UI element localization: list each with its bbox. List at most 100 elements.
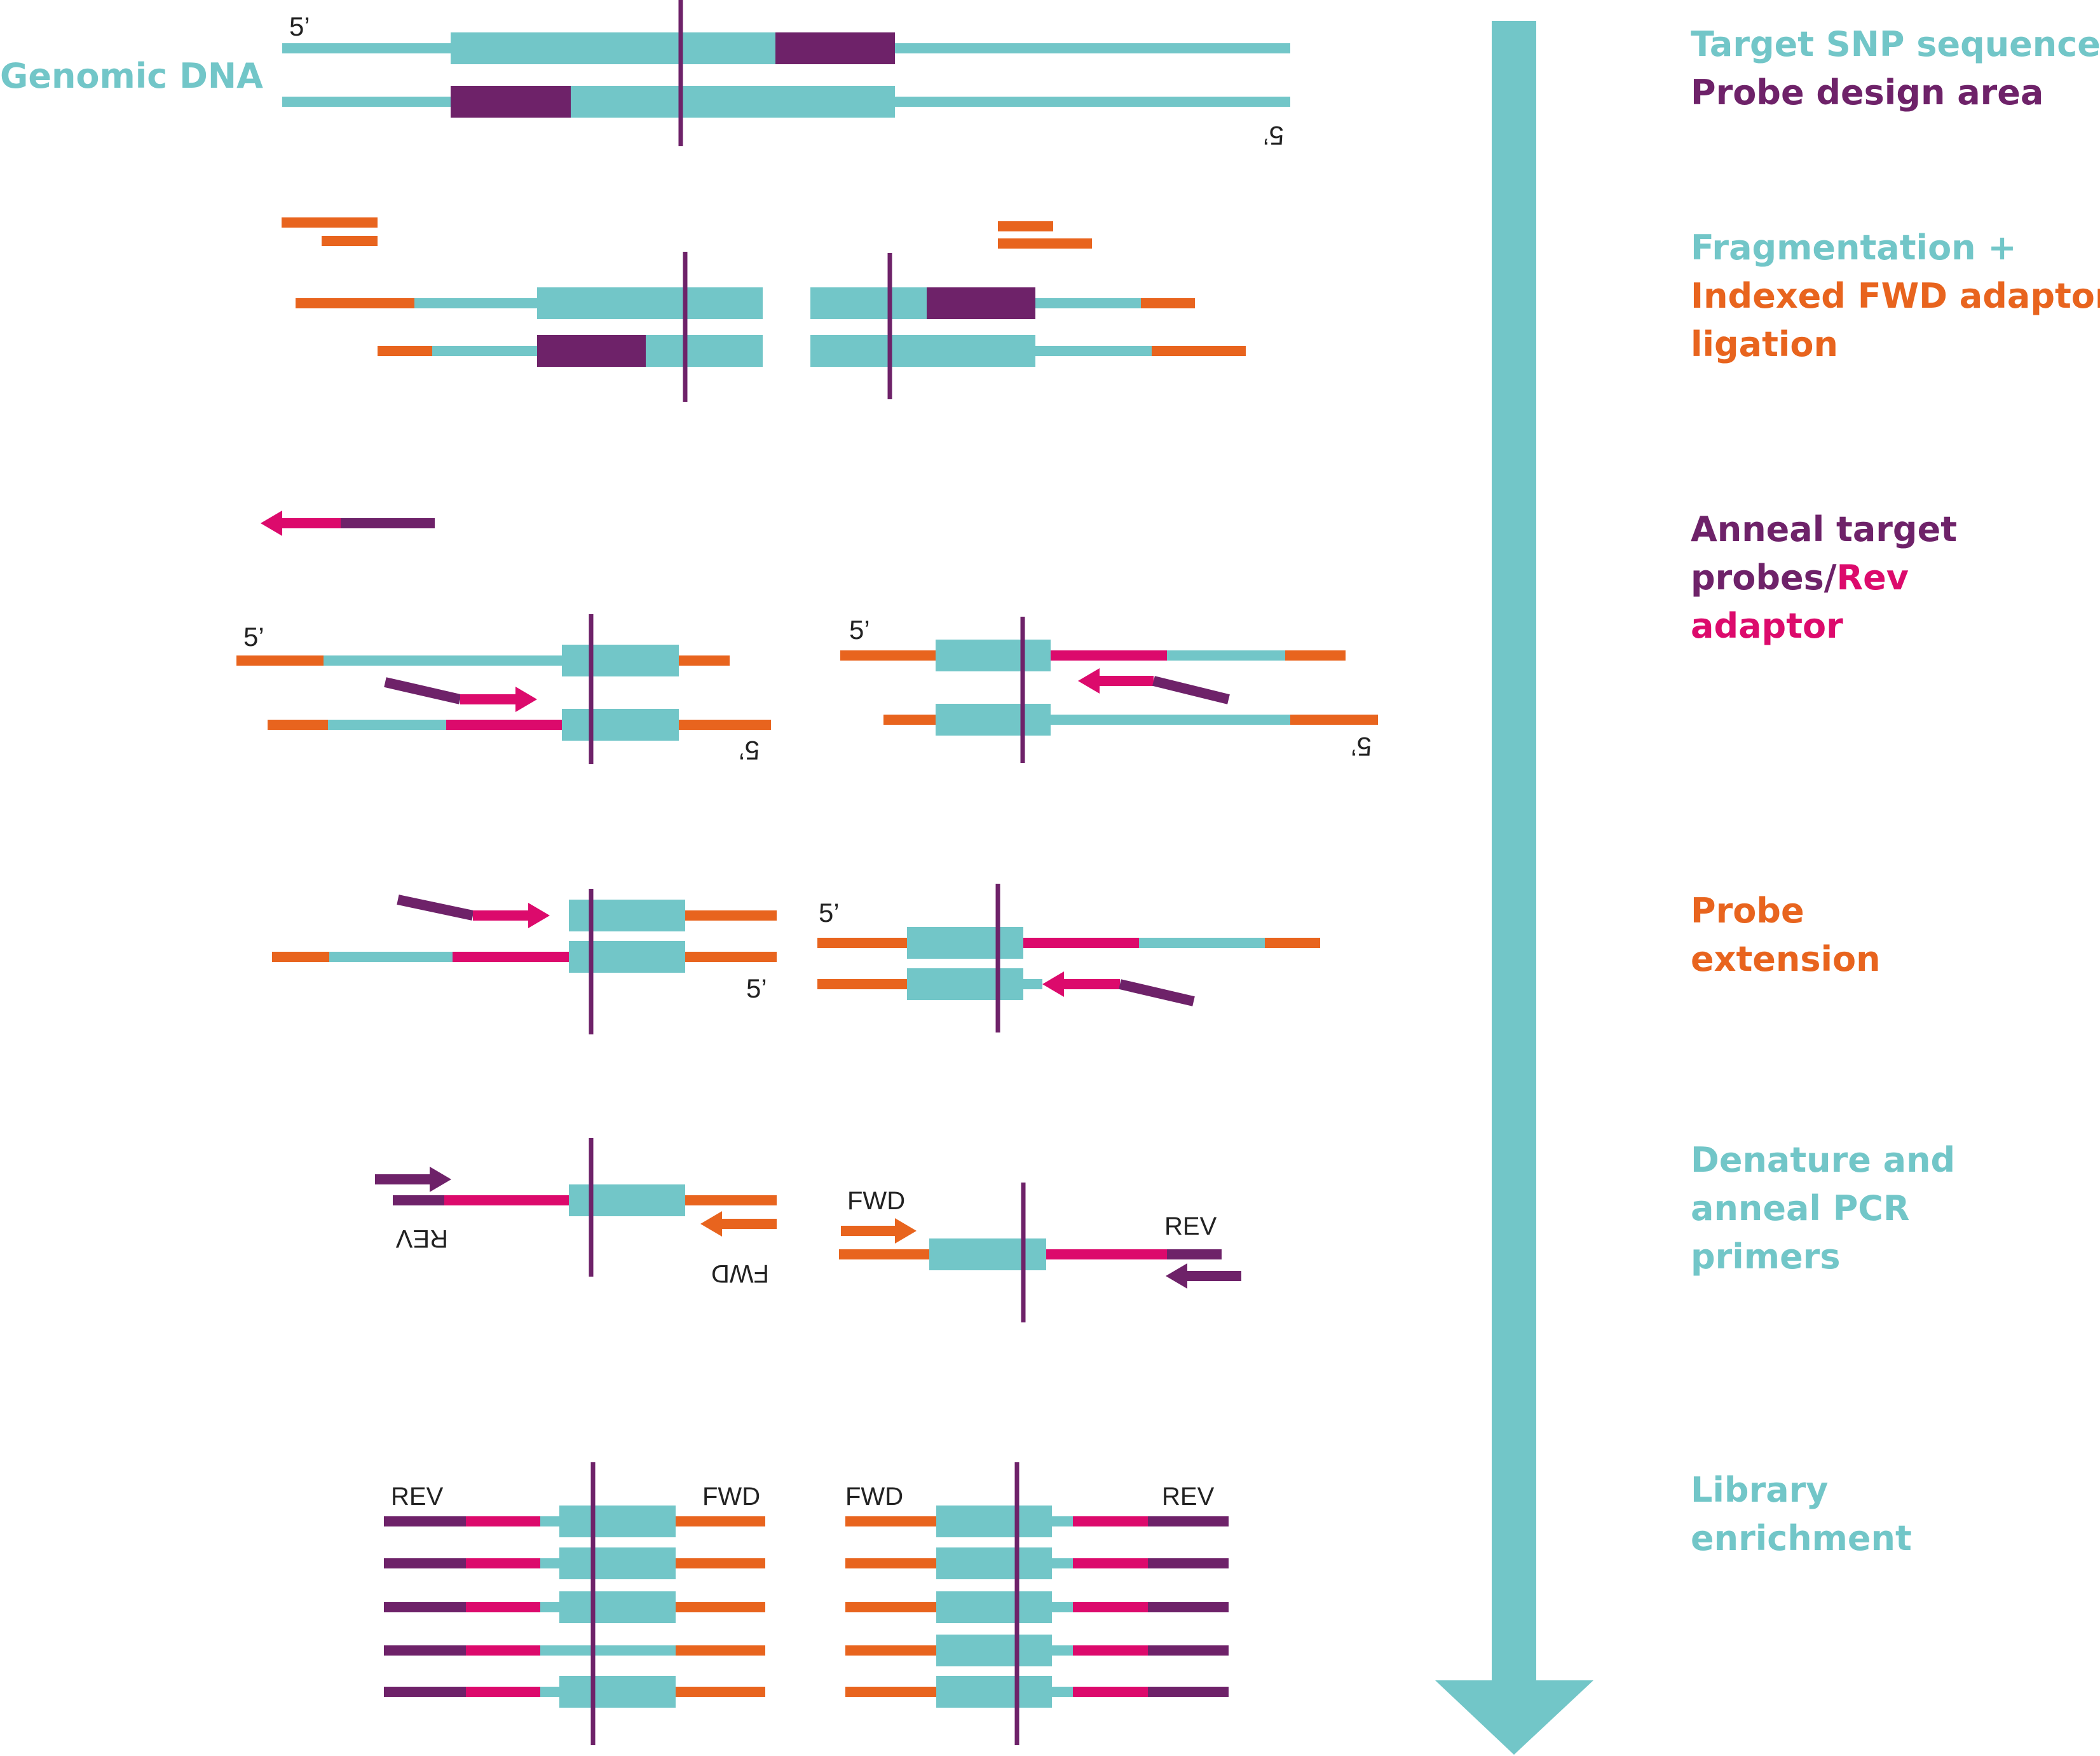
arrow-head	[1042, 971, 1064, 997]
step-label-text: Anneal target	[1691, 509, 1958, 549]
step-label-text: Library	[1691, 1470, 1829, 1510]
probe-tail	[1152, 676, 1230, 704]
arrow-shaft	[277, 518, 341, 528]
probe-segment	[1167, 1249, 1222, 1259]
snp-marker	[1014, 1462, 1019, 1745]
five-prime-label: 5’	[289, 11, 310, 41]
step-label-line: primers	[1691, 1233, 1955, 1281]
target-snp-region	[559, 1506, 676, 1537]
step-label-line: Denature and	[1691, 1136, 1955, 1184]
dna-strand	[1051, 715, 1290, 725]
fwd-primer-label: FWD	[711, 1259, 769, 1287]
dna-strand	[1052, 1687, 1073, 1697]
arrow-shaft	[1059, 979, 1120, 989]
step-label-text: adaptor	[1691, 606, 1843, 646]
arrow-head	[515, 687, 537, 712]
rev-adaptor	[1073, 1602, 1148, 1612]
target-snp-region	[907, 968, 1023, 1000]
probe-design-area	[775, 32, 895, 64]
snp-marker	[590, 1462, 596, 1745]
step-label-line: adaptor	[1691, 602, 1957, 650]
fwd-adaptor	[998, 221, 1053, 231]
fwd-adaptor	[1290, 715, 1378, 725]
snp-marker	[589, 889, 594, 1034]
arrow-shaft	[841, 1226, 900, 1236]
rev-primer-label: REV	[1164, 1212, 1217, 1240]
dna-strand	[328, 720, 446, 730]
target-snp-region	[907, 927, 1023, 959]
fwd-adaptor	[1141, 298, 1195, 308]
step-label-line: Anneal target	[1691, 505, 1957, 554]
fwd-adaptor	[685, 1195, 777, 1205]
target-snp-region	[559, 1547, 676, 1579]
step-label-text: Rev	[1836, 558, 1909, 598]
step-label-text: Target SNP sequence	[1691, 24, 2100, 64]
fwd-adaptor	[268, 720, 328, 730]
step-label-text: enrichment	[1691, 1518, 1912, 1558]
dna-strand	[540, 1558, 559, 1568]
fwd-adaptor	[676, 1516, 765, 1526]
fwd-adaptor	[272, 952, 329, 962]
target-snp-region	[936, 1676, 1052, 1708]
fwd-adaptor	[845, 1558, 936, 1568]
step-label-line: probes/Rev	[1691, 554, 1957, 602]
arrow-shaft	[473, 910, 533, 921]
rev-primer-label: REV	[395, 1224, 448, 1252]
arrow-shaft	[375, 1174, 435, 1184]
probe-segment	[384, 1558, 466, 1568]
snp-marker	[589, 1138, 594, 1277]
target-snp-region	[936, 1506, 1052, 1537]
arrow-shaft	[1182, 1271, 1241, 1281]
target-snp-region	[569, 1184, 685, 1216]
arrow-shaft	[717, 1219, 777, 1229]
rev-adaptor	[1073, 1687, 1148, 1697]
arrow-head	[528, 903, 550, 928]
probe-segment	[1148, 1687, 1229, 1697]
five-prime-label: 5’	[819, 898, 840, 928]
fwd-adaptor	[685, 910, 777, 921]
fwd-adaptor	[676, 1558, 765, 1568]
dna-strand	[1023, 979, 1042, 989]
probe-segment	[384, 1645, 466, 1656]
dna-strand	[432, 346, 537, 356]
rev-primer-label: REV	[1162, 1483, 1215, 1511]
fwd-adaptor	[1265, 938, 1320, 948]
step-label-line: Probe	[1691, 887, 1881, 935]
probe-segment	[393, 1195, 444, 1205]
dna-strand	[1167, 650, 1285, 661]
step-label-line: anneal PCR	[1691, 1184, 1955, 1233]
probe-segment	[1148, 1602, 1229, 1612]
snp-marker	[678, 0, 683, 146]
dna-strand	[1035, 298, 1141, 308]
dna-strand	[1139, 938, 1265, 948]
fwd-adaptor	[839, 1249, 929, 1259]
dna-strand	[559, 1645, 676, 1656]
arrow-head	[1166, 1263, 1187, 1289]
fwd-adaptor	[817, 979, 907, 989]
fwd-adaptor	[679, 655, 730, 666]
target-snp-region	[936, 640, 1051, 671]
target-snp-region	[562, 709, 679, 741]
arrow-head	[700, 1211, 722, 1237]
fwd-primer-label: FWD	[847, 1187, 905, 1215]
target-snp-region	[559, 1676, 676, 1708]
fwd-adaptor	[845, 1516, 936, 1526]
dna-strand	[324, 655, 562, 666]
step-label-text: Fragmentation +	[1691, 228, 2017, 268]
dna-strand	[540, 1516, 559, 1526]
rev-adaptor	[1073, 1645, 1148, 1656]
fwd-adaptor	[679, 720, 771, 730]
fwd-adaptor	[845, 1645, 936, 1656]
rev-adaptor	[1051, 650, 1167, 661]
arrow-head	[430, 1167, 451, 1192]
dna-strand	[540, 1602, 559, 1612]
arrow-shaft	[460, 694, 521, 704]
dna-strand	[1035, 346, 1152, 356]
rev-adaptor	[466, 1687, 540, 1697]
fwd-adaptor	[282, 217, 378, 228]
rev-adaptor	[444, 1195, 569, 1205]
